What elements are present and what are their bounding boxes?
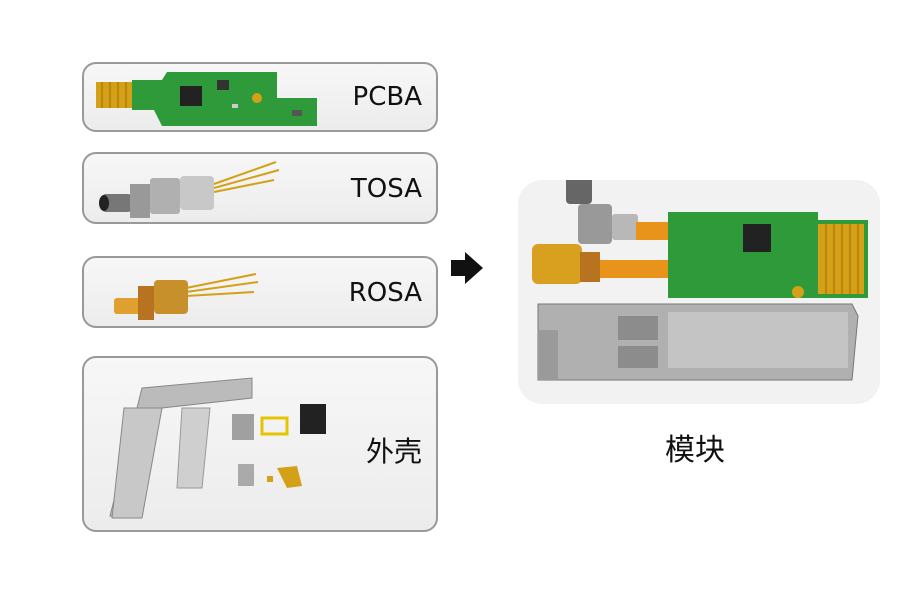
- tosa-box: TOSA: [82, 152, 438, 224]
- pcba-image: [96, 72, 317, 126]
- module-label: 模块: [665, 433, 725, 468]
- pcba-label: PCBA: [352, 82, 422, 112]
- rosa-image: [114, 273, 259, 320]
- module-box: [518, 180, 880, 404]
- arrow-right-icon: [451, 252, 483, 284]
- rosa-label: ROSA: [348, 278, 422, 308]
- tosa-image: [99, 161, 280, 218]
- rosa-box: ROSA: [82, 256, 438, 328]
- housing-image: [109, 377, 326, 519]
- tosa-label: TOSA: [350, 174, 422, 204]
- housing-label: 外壳: [365, 435, 422, 468]
- module-image: [532, 180, 868, 381]
- housing-box: 外壳: [82, 356, 438, 532]
- pcba-box: PCBA: [82, 62, 438, 132]
